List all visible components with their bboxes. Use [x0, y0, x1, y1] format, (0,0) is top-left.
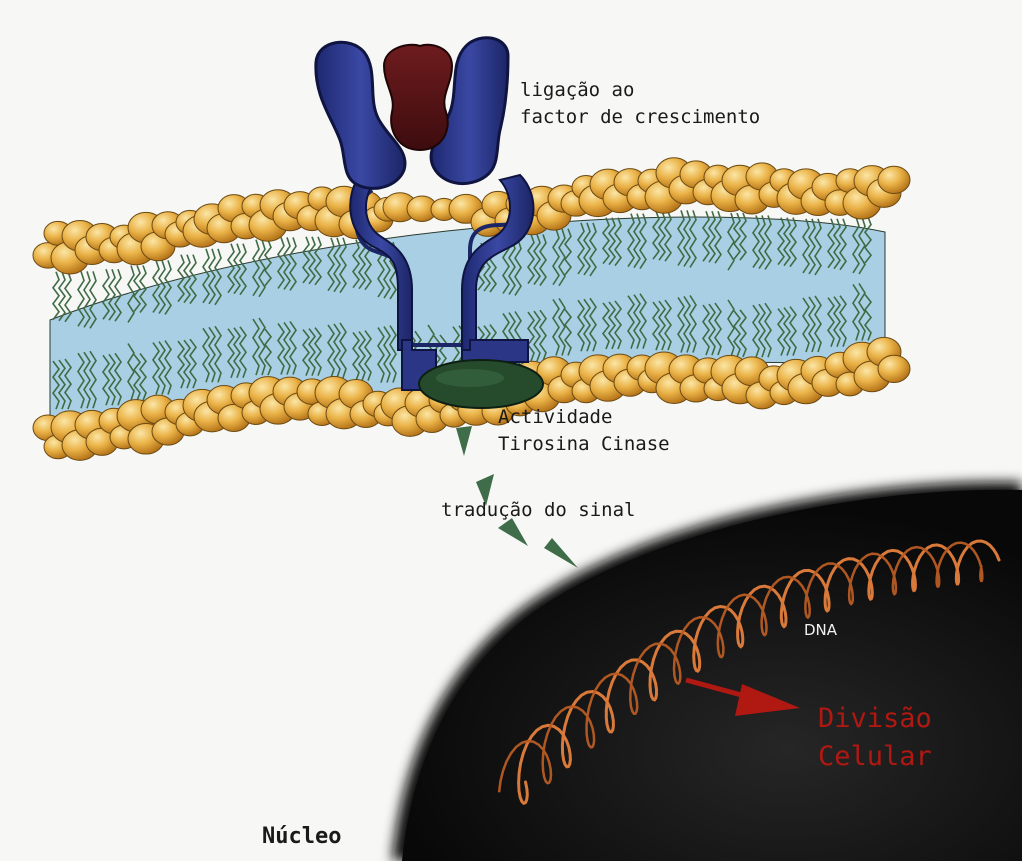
- signal-transduction-label: tradução do sinal: [441, 497, 635, 524]
- signal-arrow-icon: [544, 538, 578, 568]
- label-line: factor de crescimento: [520, 104, 760, 131]
- lipid-tail: [53, 272, 59, 320]
- label-line: ligação ao: [520, 77, 760, 104]
- label-line: Tirosina Cinase: [498, 431, 670, 458]
- nucleus: [392, 482, 1022, 861]
- tyrosine-kinase-label: Actividade Tirosina Cinase: [498, 404, 670, 458]
- lipid-head: [878, 166, 910, 193]
- growth-factor-icon: [384, 45, 452, 150]
- label-line: Celular: [818, 738, 932, 776]
- lipid-head: [878, 355, 910, 382]
- dna-label: DNA: [804, 617, 837, 644]
- signal-arrow-icon: [456, 426, 472, 456]
- kinase-domain-icon: [419, 360, 543, 408]
- lipid-tail: [59, 272, 65, 321]
- label-line: Actividade: [498, 404, 670, 431]
- label-line: Divisão: [818, 700, 932, 738]
- growth-factor-binding-label: ligação ao factor de crescimento: [520, 77, 760, 131]
- cell-division-label: Divisão Celular: [818, 700, 932, 776]
- nucleus-label: Núcleo: [262, 823, 341, 850]
